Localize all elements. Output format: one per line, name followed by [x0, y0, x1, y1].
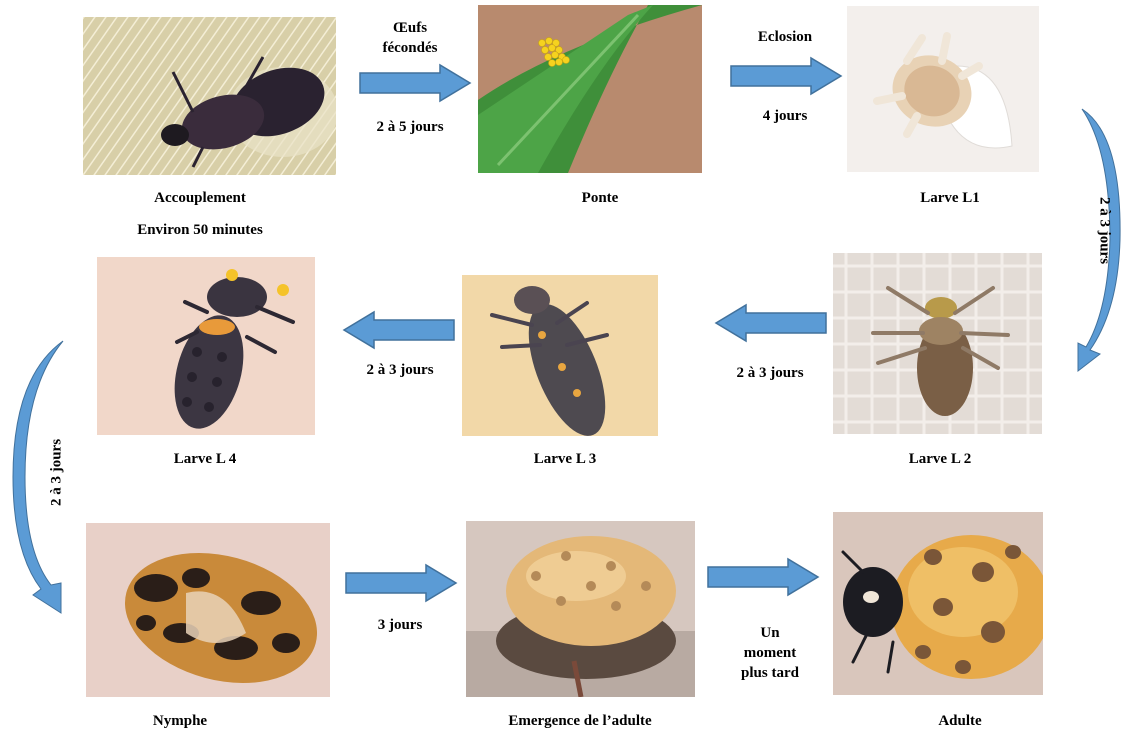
transition-emergence-adulte-line3: plus tard — [725, 663, 815, 683]
photo-emergence — [466, 521, 695, 697]
arrow-l3-to-l4 — [340, 310, 456, 350]
transition-oeufs-line2: fécondés — [370, 38, 450, 58]
transition-l1-l2-duration: 2 à 3 jours — [1096, 181, 1113, 281]
photo-accouplement — [83, 17, 336, 175]
transition-l3-l4-duration: 2 à 3 jours — [350, 360, 450, 380]
caption-emergence: Emergence de l’adulte — [480, 710, 680, 732]
arrow-ponte-to-l1 — [729, 56, 845, 96]
photo-larve-l3 — [462, 275, 658, 436]
arrow-l2-to-l3 — [712, 303, 828, 343]
curved-arrow-l1-to-l2 — [1060, 105, 1125, 375]
photo-ponte — [478, 5, 702, 173]
transition-l2-l3-duration: 2 à 3 jours — [720, 363, 820, 383]
transition-oeufs-duration: 2 à 5 jours — [360, 117, 460, 137]
transition-l4-nymphe-duration: 2 à 3 jours — [49, 423, 66, 523]
caption-adulte: Adulte — [915, 710, 1005, 732]
photo-larve-l4 — [97, 257, 315, 435]
caption-larve-l2: Larve L 2 — [885, 448, 995, 470]
caption-accouplement-duration: Environ 50 minutes — [115, 219, 285, 241]
arrow-nymphe-to-emergence — [344, 563, 460, 603]
transition-emergence-adulte-line1: Un — [735, 623, 805, 643]
transition-emergence-adulte-line2: moment — [735, 643, 805, 663]
arrow-emergence-to-adulte — [706, 557, 822, 597]
caption-nymphe: Nymphe — [130, 710, 230, 732]
caption-accouplement: Accouplement — [130, 187, 270, 209]
caption-ponte: Ponte — [560, 187, 640, 209]
photo-nymphe — [86, 523, 330, 697]
photo-larve-l2 — [833, 253, 1042, 434]
transition-eclosion-duration: 4 jours — [740, 106, 830, 126]
transition-nymphe-emergence-duration: 3 jours — [360, 615, 440, 635]
photo-adulte — [833, 512, 1043, 695]
caption-larve-l1: Larve L1 — [900, 187, 1000, 209]
transition-eclosion: Eclosion — [740, 27, 830, 47]
arrow-accouplement-to-ponte — [358, 63, 474, 103]
caption-larve-l3: Larve L 3 — [510, 448, 620, 470]
transition-oeufs-line1: Œufs — [380, 18, 440, 38]
photo-larve-l1 — [847, 6, 1039, 172]
caption-larve-l4: Larve L 4 — [150, 448, 260, 470]
